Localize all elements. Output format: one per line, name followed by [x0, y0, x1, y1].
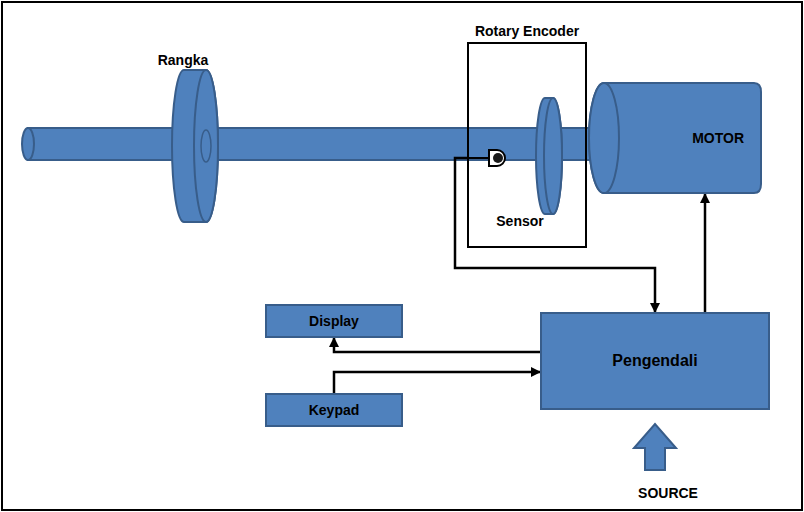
motor-cylinder: MOTOR [588, 82, 762, 194]
signal-connector [704, 194, 707, 312]
encoder-disk [536, 98, 562, 214]
controller-box: Pengendali [540, 312, 770, 410]
group-heading: Rotary Encoder [475, 23, 579, 40]
shaft [22, 128, 610, 160]
part-label: SOURCE [638, 485, 698, 501]
node-label: Display [309, 313, 359, 330]
part-label: Sensor [496, 213, 543, 229]
display-box: Display [265, 304, 403, 338]
frame-disk [172, 70, 218, 222]
source-arrow [634, 424, 676, 470]
node-label: Keypad [309, 402, 360, 419]
signal-connector [334, 372, 540, 393]
node-label: MOTOR [692, 130, 744, 147]
signal-connector [334, 338, 540, 352]
part-label: Rangka [158, 52, 209, 68]
keypad-box: Keypad [265, 393, 403, 427]
node-label: Pengendali [612, 351, 697, 370]
